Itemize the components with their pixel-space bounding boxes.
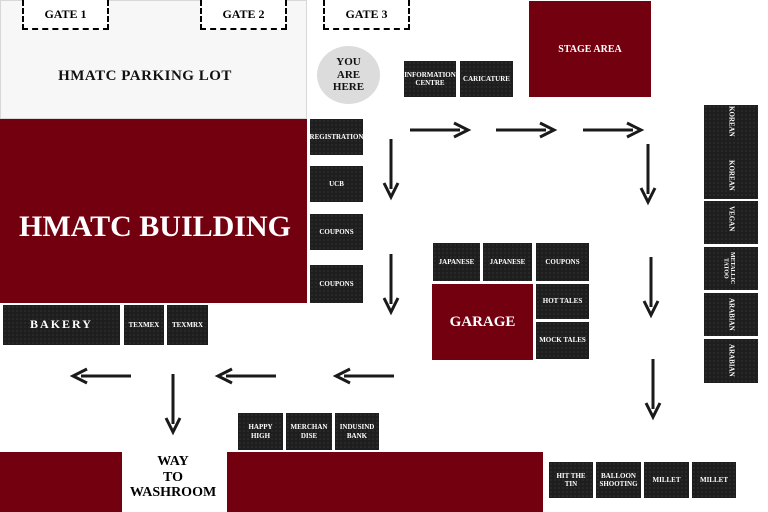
stall-millet: MILLET: [643, 461, 690, 499]
stall-ucb: UCB: [309, 165, 364, 203]
stall-arabian-label: ARABIAN: [727, 298, 736, 331]
stall-arabian: [703, 338, 759, 384]
gate-2: GATE 2: [200, 0, 287, 30]
stall-coupons: COUPONS: [309, 264, 364, 304]
way-to-washroom-label: WAY TO WASHROOM: [118, 454, 228, 501]
stall-korean-label: KOREAN: [727, 160, 736, 191]
arrow-down-icon: [382, 139, 400, 201]
stall-vegan: [703, 200, 759, 245]
stall-korean: [703, 104, 759, 200]
arrow-down-icon: [164, 374, 182, 436]
gate-3: GATE 3: [323, 0, 410, 30]
parking-lot-label: HMATC PARKING LOT: [58, 68, 232, 84]
stall-information-centre: INFORMATION CENTRE: [403, 60, 457, 98]
you-are-here-line: HERE: [332, 81, 365, 94]
garage: GARAGE: [432, 284, 533, 360]
stall-indusind-bank: INDUSIND BANK: [334, 412, 380, 451]
arrow-right-icon: [583, 121, 645, 139]
stall-korean-label: KOREAN: [727, 106, 736, 137]
arrow-down-icon: [382, 254, 400, 316]
garage-label: GARAGE: [449, 313, 516, 330]
you-are-here-marker: YOU ARE HERE: [317, 46, 380, 104]
stall-vegan-label: VEGAN: [727, 206, 736, 232]
you-are-here-line: YOU: [336, 56, 361, 69]
stage-area: STAGE AREA: [529, 1, 651, 97]
gate-1: GATE 1: [22, 0, 109, 30]
arrow-down-icon: [644, 359, 662, 421]
stall-hit-the-tin: HIT THE TIN: [548, 461, 594, 499]
stall-millet: MILLET: [691, 461, 737, 499]
stall-caricature: CARICATURE: [459, 60, 514, 98]
stall-happy-high: HAPPY HIGH: [237, 412, 284, 451]
building-block-bottom-left: [0, 452, 122, 512]
stall-japanese: JAPANESE: [482, 242, 533, 282]
stall-bakery-label: BAKERY: [30, 317, 93, 332]
arrow-right-icon: [410, 121, 472, 139]
washroom-line: WAY: [157, 454, 189, 469]
stall-hot-tales: HOT TALES: [535, 283, 590, 320]
hmatc-building: [0, 119, 307, 303]
hmatc-building-label: HMATC BUILDING: [19, 210, 291, 243]
stall-texmrx: TEXMRX: [166, 304, 209, 346]
stall-registration: REGISTRATION: [309, 118, 364, 156]
arrow-down-icon: [639, 144, 657, 206]
arrow-right-icon: [496, 121, 558, 139]
stall-japanese: JAPANESE: [432, 242, 481, 282]
stall-arabian-label: ARABIAN: [727, 344, 736, 377]
stall-merchandise: MERCHAN DISE: [285, 412, 333, 451]
stall-arabian: [703, 292, 759, 337]
stage-area-label: STAGE AREA: [558, 43, 622, 55]
stall-coupons: COUPONS: [535, 242, 590, 282]
stall-texmex: TEXMEX: [123, 304, 165, 346]
washroom-line: WASHROOM: [129, 485, 217, 501]
stall-mock-tales: MOCK TALES: [535, 321, 590, 360]
arrow-left-icon: [332, 367, 394, 385]
stall-coupons: COUPONS: [309, 213, 364, 251]
building-block-bottom-center: [227, 452, 543, 512]
arrow-left-icon: [69, 367, 131, 385]
stall-metallic-tatoo-label: METALLIC TATOO: [722, 251, 736, 285]
you-are-here-line: ARE: [336, 68, 361, 81]
stall-balloon-shooting: BALLOON SHOOTING: [595, 461, 642, 499]
stall-metallic-tatoo: [703, 246, 759, 291]
washroom-line: TO: [163, 469, 183, 485]
arrow-left-icon: [214, 367, 276, 385]
arrow-down-icon: [642, 257, 660, 319]
stall-bakery: BAKERY: [2, 304, 121, 346]
